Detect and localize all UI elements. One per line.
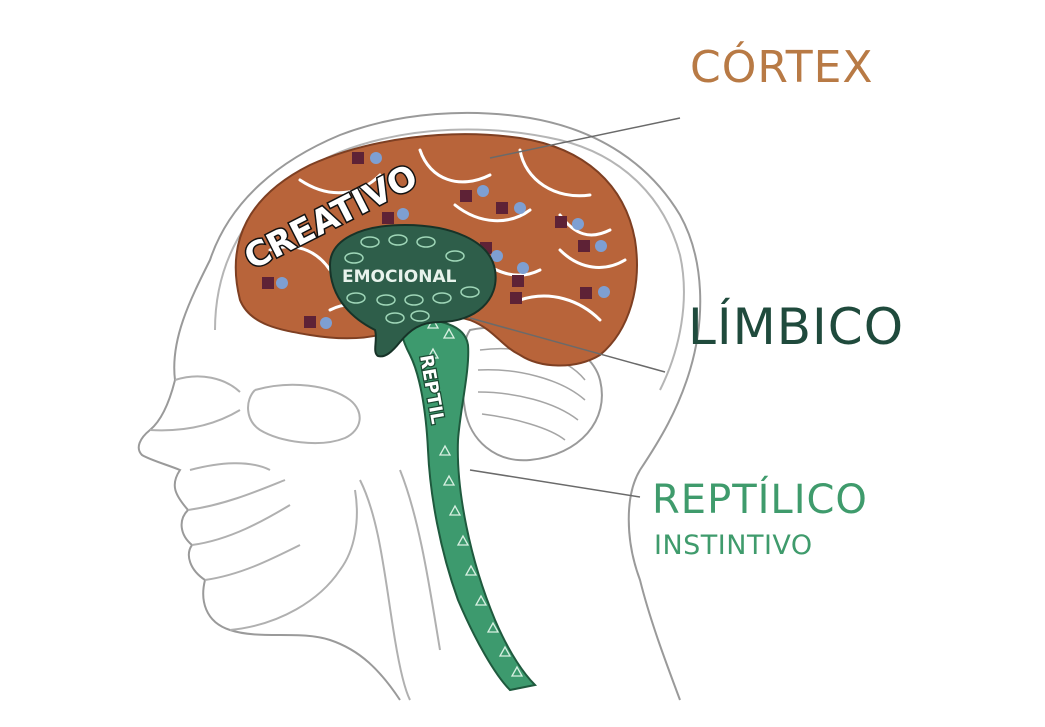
marker-square xyxy=(555,216,567,228)
triangle-mark xyxy=(438,444,462,516)
reptilian-label: REPTÍLICO xyxy=(652,477,868,523)
triangle-mark xyxy=(486,621,524,677)
marker-square xyxy=(460,190,472,202)
reptilian-region xyxy=(400,317,538,692)
brainstem-shape xyxy=(400,318,538,692)
limbic-oval xyxy=(410,310,430,322)
marker-dot xyxy=(370,152,382,164)
limbic-oval xyxy=(404,294,424,306)
limbic-oval xyxy=(360,236,380,248)
nose-area xyxy=(149,375,271,471)
brainstem-triangles xyxy=(426,317,524,677)
marker-dot xyxy=(598,286,610,298)
limbic-label: LÍMBICO xyxy=(688,298,905,356)
marker-square xyxy=(304,316,316,328)
marker-square xyxy=(262,277,274,289)
marker-dot xyxy=(397,208,409,220)
marker-square xyxy=(512,275,524,287)
marker-dot xyxy=(491,250,503,262)
limbic-oval xyxy=(388,234,408,246)
instinctive-sublabel: INSTINTIVO xyxy=(654,530,813,561)
reptilian-pointer-line xyxy=(469,469,641,498)
triangle-mark xyxy=(456,534,488,606)
throat-area xyxy=(359,469,441,701)
marker-square xyxy=(510,292,522,304)
limbic-pointer-line xyxy=(469,317,666,373)
limbic-oval xyxy=(460,286,480,298)
sinus-area xyxy=(247,383,361,444)
marker-dot xyxy=(320,317,332,329)
limbic-oval xyxy=(445,250,465,262)
marker-dot xyxy=(514,202,526,214)
limbic-oval xyxy=(385,312,405,324)
pointer-lines xyxy=(469,117,681,498)
marker-dot xyxy=(276,277,288,289)
marker-dot xyxy=(477,185,489,197)
limbic-oval xyxy=(344,252,364,264)
marker-dot xyxy=(517,262,529,274)
limbic-shape xyxy=(328,223,497,358)
cortex-markers xyxy=(262,152,610,329)
limbic-ovals xyxy=(344,234,480,324)
marker-square xyxy=(580,287,592,299)
marker-square xyxy=(382,212,394,224)
marker-dot xyxy=(595,240,607,252)
limbic-oval xyxy=(416,236,436,248)
head-silhouette xyxy=(137,111,702,701)
marker-dot xyxy=(572,218,584,230)
limbic-region xyxy=(328,223,497,358)
emocional-label: EMOCIONAL xyxy=(342,267,457,287)
marker-square xyxy=(578,240,590,252)
limbic-oval xyxy=(346,292,366,304)
cortex-pointer-line xyxy=(489,117,681,159)
marker-square xyxy=(352,152,364,164)
limbic-oval xyxy=(376,294,396,306)
marker-square xyxy=(496,202,508,214)
cortex-label: CÓRTEX xyxy=(690,42,874,93)
mouth-area xyxy=(187,479,358,631)
limbic-oval xyxy=(432,292,452,304)
